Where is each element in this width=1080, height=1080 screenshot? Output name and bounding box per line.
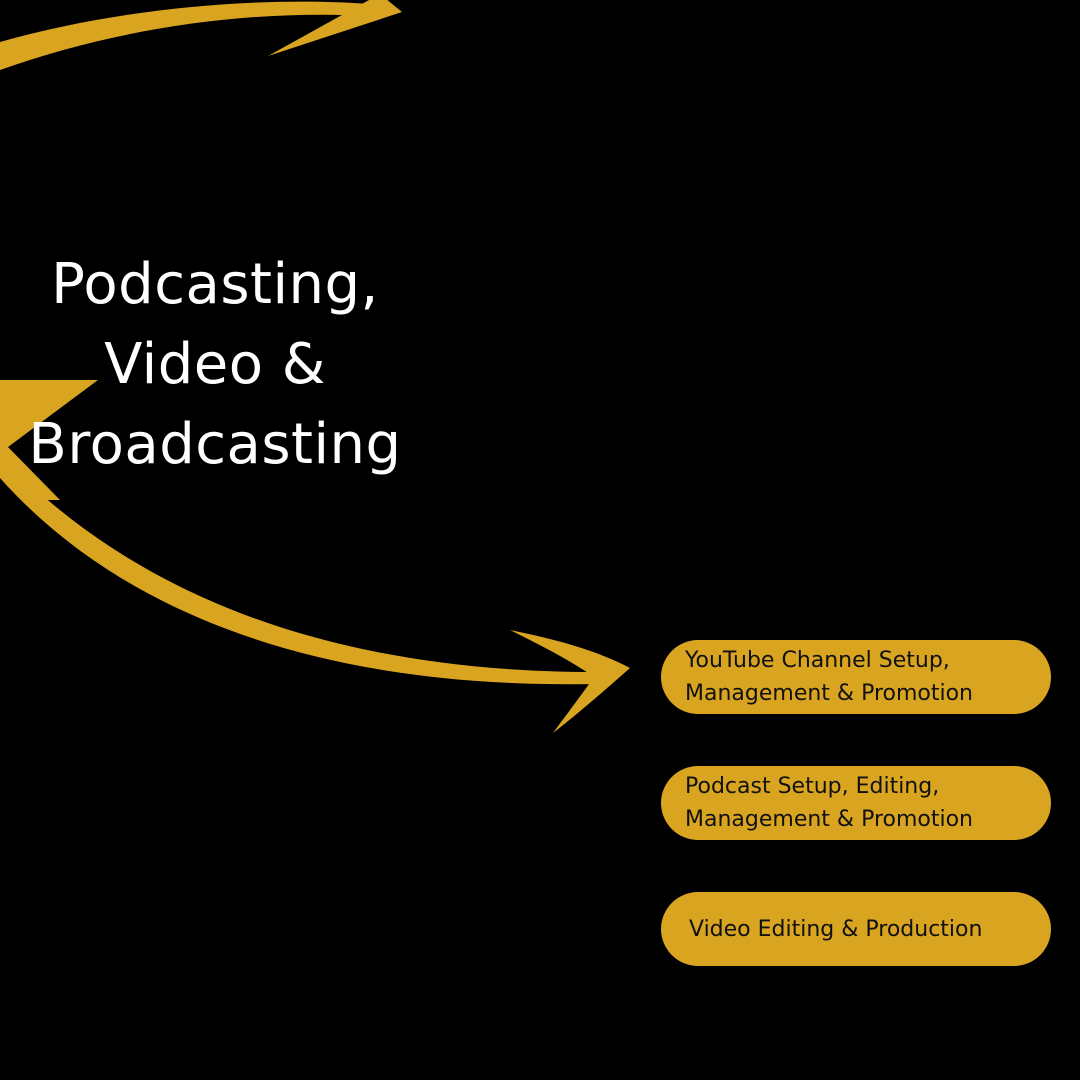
page-title: Podcasting, Video & Broadcasting (20, 245, 410, 485)
service-pill-youtube: YouTube Channel Setup, Management & Prom… (661, 640, 1051, 714)
title-line-2: Video & (104, 332, 326, 397)
service-label-line: Podcast Setup, Editing, (685, 774, 940, 799)
title-line-1: Podcasting, (51, 252, 379, 317)
service-label-line: Video Editing & Production (689, 916, 983, 942)
title-line-3: Broadcasting (28, 412, 402, 477)
top-curved-arrow-icon (0, 0, 402, 70)
service-label-line: Management & Promotion (685, 807, 973, 832)
service-pill-video: Video Editing & Production (661, 892, 1051, 966)
service-pill-podcast: Podcast Setup, Editing, Management & Pro… (661, 766, 1051, 840)
service-label-line: YouTube Channel Setup, (685, 648, 950, 673)
bottom-curved-arrow-icon (0, 455, 630, 733)
service-label-line: Management & Promotion (685, 681, 973, 706)
left-arrowhead-icon (0, 380, 98, 500)
